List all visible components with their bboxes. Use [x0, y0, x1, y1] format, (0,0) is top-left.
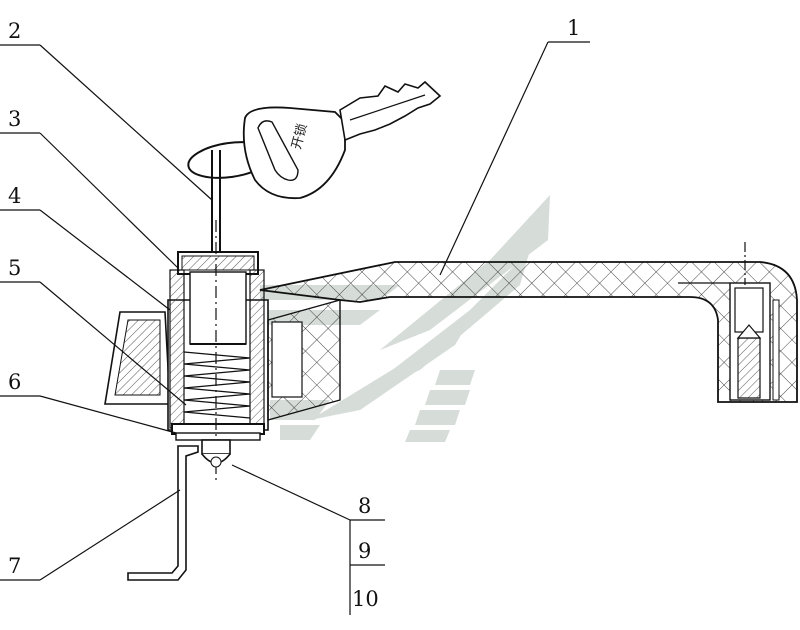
mounting-bracket [127, 445, 199, 581]
callout-1: 1 [567, 16, 580, 40]
callout-9: 9 [358, 539, 371, 563]
callout-10: 10 [352, 587, 379, 611]
callout-2: 2 [8, 19, 21, 43]
callout-3: 3 [8, 107, 21, 131]
screw-nut [201, 439, 231, 468]
handle-body [259, 242, 798, 403]
callout-6: 6 [8, 370, 21, 394]
key-and-ring: 开锁 [187, 80, 442, 252]
leader-lines [0, 41, 590, 615]
callout-5: 5 [8, 256, 21, 280]
lock-cylinder [169, 220, 265, 480]
key-inscription: 开锁 [288, 122, 310, 151]
callout-8: 8 [358, 494, 371, 518]
callout-7: 7 [8, 554, 21, 578]
callout-labels: 1 2 3 4 5 6 7 8 9 10 [8, 16, 580, 611]
callout-4: 4 [8, 184, 21, 208]
